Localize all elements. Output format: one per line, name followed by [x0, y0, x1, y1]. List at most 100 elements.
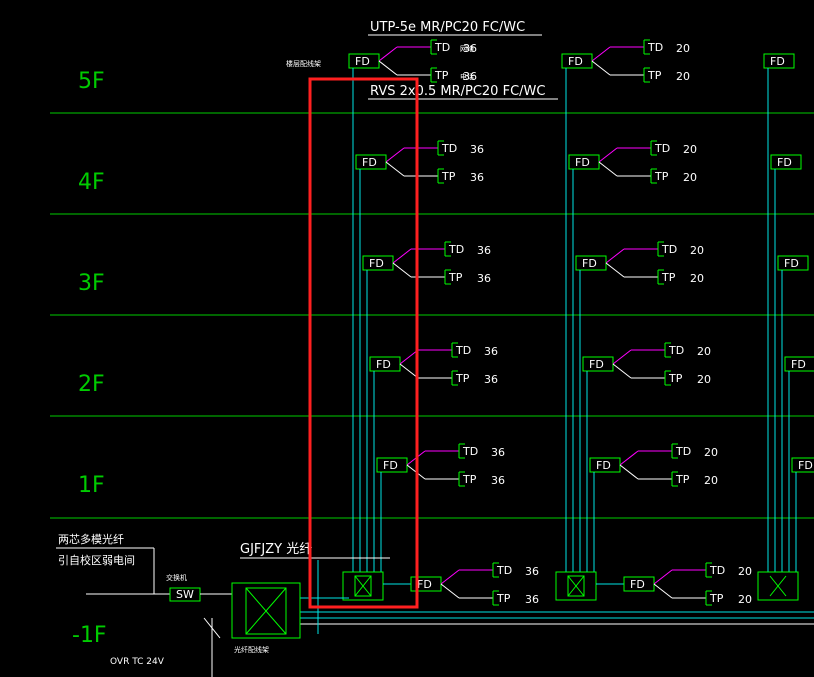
tp-count-left-0: 36 [463, 70, 477, 83]
tp-link-mid-b1 [653, 583, 673, 599]
tp-count-mid-0: 20 [676, 70, 690, 83]
tp-outlet-icon-left-4 [458, 471, 465, 487]
floor-label-4f: 4F [78, 170, 105, 195]
tp-outlet-icon-left-b1 [492, 590, 499, 606]
utp-cable-spec: UTP-5e MR/PC20 FC/WC [370, 20, 525, 35]
tp-link-left-1 [385, 161, 405, 177]
td-label-mid-1: TD [654, 142, 670, 155]
tp-count-mid-4: 20 [704, 474, 718, 487]
td-link-mid-1 [598, 147, 618, 163]
tp-count-left-4: 36 [491, 474, 505, 487]
td-outlet-icon-mid-4 [671, 443, 678, 459]
cross-mark-right [769, 575, 787, 597]
td-label-left-1: TD [441, 142, 457, 155]
tp-label-left-0: TP [434, 69, 449, 82]
tp-outlet-icon-mid-3 [664, 370, 671, 386]
tp-count-left-b1: 36 [525, 593, 539, 606]
td-link-mid-b1 [653, 569, 673, 585]
tp-note: 电话 [460, 72, 474, 81]
td-outlet-icon-mid-0 [643, 39, 650, 55]
td-count-left-0: 36 [463, 42, 477, 55]
td-outlet-icon-mid-3 [664, 342, 671, 358]
fd-label-left-b1: FD [417, 578, 432, 591]
backbone-cable-label: GJFJZY 光纤 [240, 542, 312, 557]
td-link-left-b1 [440, 569, 460, 585]
td-label-mid-b1: TD [709, 564, 725, 577]
td-label-mid-3: TD [668, 344, 684, 357]
td-count-mid-b1: 20 [738, 565, 752, 578]
tp-link-mid-3 [612, 363, 632, 379]
tp-link-left-b1 [440, 583, 460, 599]
tp-label-left-3: TP [455, 372, 470, 385]
fd-label-right-4: FD [798, 459, 813, 472]
td-count-mid-4: 20 [704, 446, 718, 459]
tp-count-mid-2: 20 [690, 272, 704, 285]
fd-box-right-3 [784, 356, 814, 372]
tp-count-left-1: 36 [470, 171, 484, 184]
tp-count-left-3: 36 [484, 373, 498, 386]
td-note: 网络 [460, 44, 474, 53]
td-count-left-4: 36 [491, 446, 505, 459]
fiber-source-line1: 两芯多模光纤 [58, 532, 124, 546]
td-count-mid-1: 20 [683, 143, 697, 156]
highlight-box [308, 77, 419, 609]
cross-box-right [757, 571, 799, 601]
rvs-cable-spec: RVS 2x0.5 MR/PC20 FC/WC [370, 84, 545, 99]
tp-label-mid-b1: TP [709, 592, 724, 605]
power-label: OVR TC 24V [110, 657, 165, 667]
fd-box-right-2 [777, 255, 809, 271]
floor-label-2f: 2F [78, 372, 105, 397]
fd-label-left-0: FD [355, 55, 370, 68]
tp-label-mid-1: TP [654, 170, 669, 183]
fd-label-mid-4: FD [596, 459, 611, 472]
tp-outlet-icon-mid-b1 [705, 590, 712, 606]
td-outlet-icon-left-4 [458, 443, 465, 459]
td-outlet-icon-left-b1 [492, 562, 499, 578]
td-count-mid-3: 20 [697, 345, 711, 358]
td-count-left-1: 36 [470, 143, 484, 156]
td-label-left-3: TD [455, 344, 471, 357]
tp-outlet-icon-mid-0 [643, 67, 650, 83]
fd-label-left-1: FD [362, 156, 377, 169]
fd-label-mid-2: FD [582, 257, 597, 270]
td-label-mid-0: TD [647, 41, 663, 54]
tp-outlet-icon-left-2 [444, 269, 451, 285]
floor-label-5f: 5F [78, 69, 105, 94]
tp-link-mid-0 [591, 60, 611, 76]
tp-label-left-b1: TP [496, 592, 511, 605]
tp-outlet-icon-left-1 [437, 168, 444, 184]
td-outlet-icon-left-2 [444, 241, 451, 257]
fd-box-right-0 [763, 53, 795, 69]
tp-label-mid-3: TP [668, 372, 683, 385]
floor-distributor-note: 楼层配线架 [286, 59, 321, 68]
tp-link-left-2 [392, 262, 412, 278]
td-link-left-0 [378, 46, 398, 62]
td-count-mid-2: 20 [690, 244, 704, 257]
tp-outlet-icon-mid-1 [650, 168, 657, 184]
cross-inner-mid [567, 575, 585, 597]
tp-outlet-icon-mid-4 [671, 471, 678, 487]
tp-link-mid-2 [605, 262, 625, 278]
fiber-source-line2: 引自校区弱电间 [58, 553, 135, 567]
floor-label-3f: 3F [78, 271, 105, 296]
tp-link-left-3 [399, 363, 419, 379]
floor-lines [50, 112, 814, 519]
td-count-left-3: 36 [484, 345, 498, 358]
odf-caption: 光纤配线架 [234, 645, 269, 654]
tp-label-left-1: TP [441, 170, 456, 183]
tp-label-mid-2: TP [661, 271, 676, 284]
td-count-left-b1: 36 [525, 565, 539, 578]
td-count-mid-0: 20 [676, 42, 690, 55]
td-outlet-icon-left-0 [430, 39, 437, 55]
tp-outlet-icon-mid-2 [657, 269, 664, 285]
td-link-left-1 [385, 147, 405, 163]
switch-caption: 交换机 [166, 573, 187, 582]
td-label-left-0: TD [434, 41, 450, 54]
td-label-mid-2: TD [661, 243, 677, 256]
cross-box-mid [555, 571, 597, 601]
tp-label-mid-0: TP [647, 69, 662, 82]
fd-label-mid-3: FD [589, 358, 604, 371]
tp-outlet-icon-left-0 [430, 67, 437, 83]
